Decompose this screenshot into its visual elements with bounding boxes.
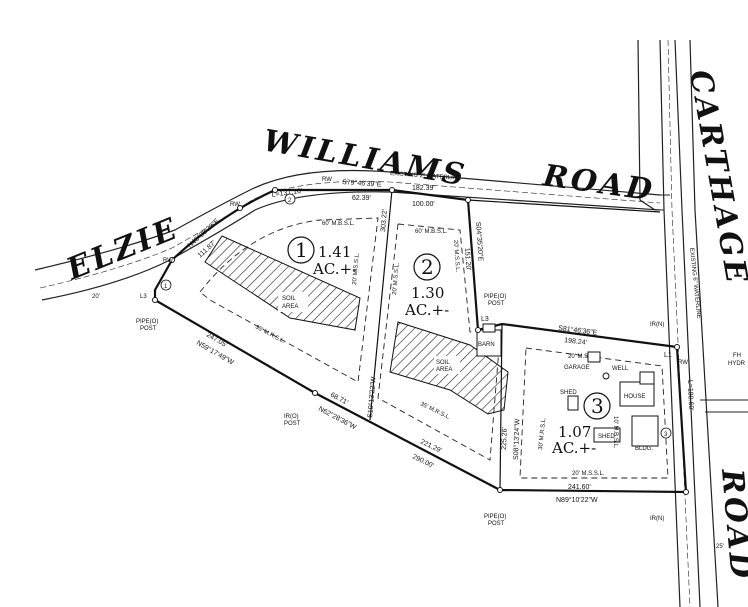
curve-ref-1: 1 <box>160 279 172 291</box>
road-width-left: 20' <box>92 294 100 300</box>
ir-post-b: POST <box>284 421 301 427</box>
pipe-post-1a: PIPE(O) <box>136 319 158 325</box>
shed1-label: SHED <box>560 390 577 396</box>
lot3-structures <box>567 351 659 447</box>
svg-text:2: 2 <box>288 198 292 204</box>
curve-ref-3: 3 <box>660 427 672 439</box>
pipe-post-3b: POST <box>488 521 505 527</box>
lot2-soil-label-1: SOIL <box>436 360 450 366</box>
fire-hydrant-label: FH <box>733 353 741 359</box>
carthage-road <box>637 39 748 607</box>
lot1-soil-label-2: AREA <box>282 304 298 310</box>
pipe-post-1b: POST <box>140 326 157 332</box>
lot1-soil-area <box>204 235 361 331</box>
svg-text:BARN: BARN <box>478 342 495 348</box>
well-label: WELL <box>612 366 629 372</box>
lot1-setback-bottom: 35' M.R.S.L. <box>254 324 286 345</box>
ir-post-a: IR(O) <box>284 414 299 420</box>
house-label: HOUSE <box>624 394 645 400</box>
svg-text:AC.+-: AC.+- <box>312 260 357 278</box>
svg-text:1.30: 1.30 <box>411 284 444 302</box>
call-bearing-top: S79°46'39"E <box>342 178 382 189</box>
lot2-setback-bottom: 35' M.R.S.L. <box>419 401 451 421</box>
property-boundary <box>153 188 688 494</box>
lot1-setback-side: 20' M.S.S.L. <box>352 252 361 285</box>
road-width-right: 25' <box>716 544 724 550</box>
curve-ref-2: 2 <box>284 193 296 205</box>
svg-text:1.07: 1.07 <box>558 423 591 441</box>
call-bearing-lot23: S08°13'24"W <box>512 418 521 460</box>
garage-label: GARAGE <box>564 365 590 371</box>
call-dist-top-1: 62.39' <box>352 195 371 202</box>
waterline-top-label: EXISTING 2" WATERLINE <box>390 171 461 182</box>
call-dist-lot2-east: 151.20' <box>463 248 472 271</box>
pipe-post-3a: PIPE(O) <box>484 514 506 520</box>
lot2-setback-top: 60' M.B.S.L. <box>415 229 448 235</box>
call-dist-top-2b: 100.00' <box>412 201 435 208</box>
svg-text:3: 3 <box>664 432 668 438</box>
bldg-label: BLDG. <box>635 446 653 452</box>
lot1-soil-label-1: SOIL <box>282 296 296 302</box>
ir-n-bottom: IR(N) <box>650 516 664 522</box>
svg-text:1: 1 <box>164 284 168 290</box>
lot3-setback-top: 20' M.S.S.L. <box>568 354 601 360</box>
rw-label-1: RW <box>163 258 173 264</box>
call-bearing-bot-east: N89°10'22"W <box>556 496 598 504</box>
call-dist-bot-east: 241.60' <box>568 484 591 491</box>
road-label-elzie: ELZIE <box>61 211 184 288</box>
lot2-soil-label-2: AREA <box>436 367 452 373</box>
call-dist-bot-4: 290.00' <box>411 454 435 470</box>
svg-text:1.41: 1.41 <box>318 243 351 261</box>
lot1-setback-top: 60' M.B.S.L. <box>322 221 355 227</box>
monument-markers <box>152 187 689 495</box>
rw-label-3: RW <box>322 177 332 183</box>
call-line-l3: L3 <box>481 316 489 323</box>
lot-3-label: 3 1.07 AC.+- <box>551 392 611 457</box>
rw-label-4: RW <box>678 360 688 366</box>
lot-2-label: 2 1.30 AC.+- <box>404 253 449 319</box>
call-dist-lot23: 225.26' <box>501 427 509 450</box>
svg-text:3: 3 <box>591 394 604 418</box>
call-dist-lot3-top: 198.24' <box>564 337 587 347</box>
lot2-setback-side-right: 20' M.S.S.L. <box>452 240 460 273</box>
call-arc-top: L=137.16' <box>271 188 302 199</box>
ir-n-top: IR(N) <box>650 322 664 328</box>
lot3-setback-bottom: 20' M.S.S.L. <box>572 471 605 477</box>
call-bearing-lot12: S10°13'22"W <box>366 376 378 418</box>
svg-text:1: 1 <box>295 238 308 262</box>
lot3-setback-side: 30' M.R.S.L. <box>538 417 547 451</box>
call-line-lot12: 303.22' <box>380 209 389 232</box>
road-label-road-right: ROAD <box>714 467 748 583</box>
svg-text:2: 2 <box>421 255 434 279</box>
call-dist-top-2a: 182.39' <box>412 185 435 192</box>
call-line-l1: L1 <box>664 352 672 359</box>
call-bearing-lot2-east: S04°35'20"E <box>474 222 485 262</box>
rw-label-2: RW <box>230 202 240 208</box>
l3-label-left: L3 <box>140 294 147 300</box>
fire-hydrant-label-2: HYDR <box>728 361 746 367</box>
call-dist-lot3-east: L=180.60' <box>686 380 694 411</box>
call-bearing-bot-2: N62°28'36"W <box>317 405 358 432</box>
shed2-label: SHED <box>598 434 615 440</box>
svg-text:AC.+-: AC.+- <box>551 439 596 457</box>
pipe-post-2a: PIPE(O) <box>484 294 506 300</box>
call-dist-bot-3: 221.29' <box>419 439 443 455</box>
pipe-post-2b: POST <box>488 301 505 307</box>
svg-text:AC.+-: AC.+- <box>404 301 449 319</box>
lot-1-label: 1 1.41 AC.+- <box>287 236 357 278</box>
lot2-setback-side-left: 20' M.S.S.L. <box>392 262 401 295</box>
barn: BARN <box>476 323 502 357</box>
house-setback-label: 10' M.B.S.L. <box>612 416 618 449</box>
